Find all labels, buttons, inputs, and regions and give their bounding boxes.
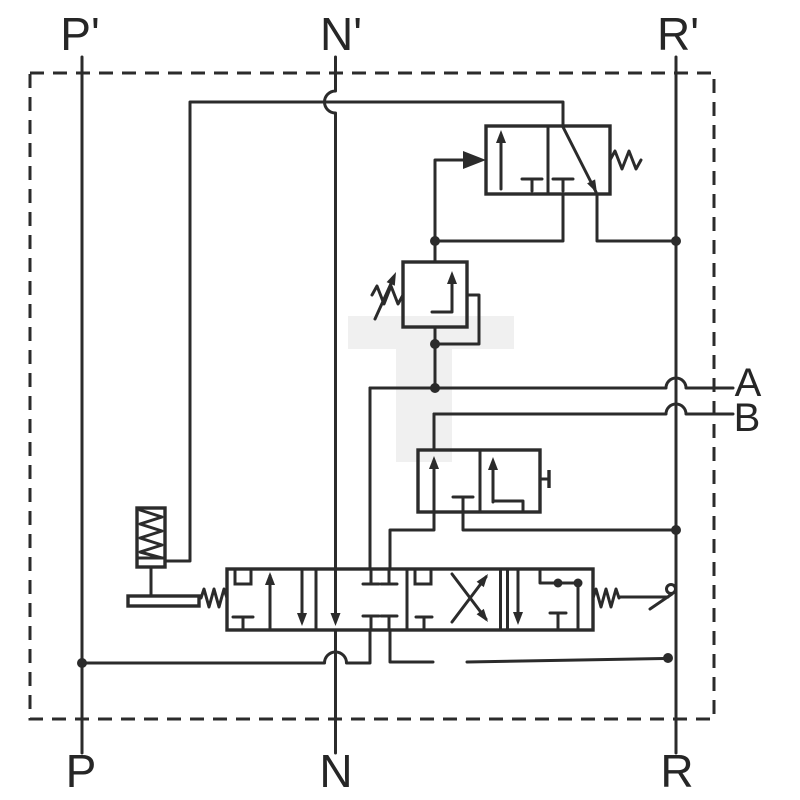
- right-spring-icon: [591, 587, 621, 609]
- spool-cell-3: [413, 567, 488, 632]
- pilot-check-valve-2-position: [388, 448, 681, 571]
- pilot-pressure-triangle-icon: [433, 151, 486, 243]
- detent-spring-icon: [138, 508, 164, 560]
- blocked-port-icon: [379, 567, 399, 586]
- hand-lever: [126, 594, 201, 608]
- adjustable-pressure-relief-valve: [370, 239, 481, 390]
- label-r: R: [660, 745, 693, 797]
- check-valve-to-spool-line: [388, 510, 436, 571]
- left-spring-icon: [199, 587, 229, 609]
- pilot-operated-3-2-valve: [430, 124, 681, 246]
- blocked-port-icon: [231, 615, 255, 632]
- label-n: N: [319, 745, 352, 797]
- label-r-prime: R': [657, 8, 699, 60]
- label-b: B: [734, 396, 761, 440]
- pilot-supply-line: [163, 100, 565, 563]
- label-p-prime: P': [60, 8, 99, 60]
- port-labels: P' N' R' A B P N R: [60, 8, 761, 797]
- spool-cell-4: [513, 567, 583, 632]
- flow-arrow-diagonal-icon: [561, 125, 598, 194]
- spring-detent-assembly: [135, 506, 167, 598]
- roller-icon: [665, 583, 677, 595]
- kick-out-lever-roller: [617, 583, 677, 611]
- arrow-up-icon: [265, 572, 275, 585]
- plug-notch-icon: [233, 567, 253, 586]
- arrow-down-icon: [513, 612, 523, 625]
- check-blocked-port-icon: [451, 495, 475, 514]
- pilot-valve-drain-line: [433, 192, 565, 243]
- check-flow-arrow-up-2-icon: [488, 457, 525, 514]
- bottom-gallery-lines: [77, 628, 673, 668]
- boundary-dashed-box: [28, 71, 716, 721]
- label-p: P: [66, 745, 97, 797]
- arrow-down-icon: [330, 613, 341, 626]
- main-directional-spool-valve: [199, 567, 677, 632]
- work-line-b: [432, 402, 735, 452]
- cross-arrow-icon: [476, 574, 488, 588]
- pilot-valve-tank-line: [595, 192, 678, 243]
- blocked-port-icon: [361, 567, 381, 586]
- flow-arrow-up-icon: [496, 130, 506, 191]
- blocked-port-icon: [361, 614, 381, 632]
- spool-cell-1: [231, 567, 307, 632]
- check-valve-to-return-line: [461, 510, 678, 532]
- watermark: [348, 316, 514, 462]
- spool-cell-2: [330, 567, 399, 632]
- label-a: A: [735, 361, 762, 405]
- cross-arrow-icon: [476, 608, 488, 622]
- blocked-port-icon: [414, 615, 434, 632]
- adjustable-spring-icon: [370, 272, 405, 321]
- blocked-port-icon: [548, 611, 568, 632]
- relief-pilot-loop: [433, 293, 481, 346]
- return-spring-icon: [608, 149, 643, 171]
- blocked-port-icon: [520, 177, 575, 193]
- plug-notch-icon: [413, 567, 433, 586]
- plunger-actuator-icon: [538, 470, 551, 488]
- arrow-down-icon: [297, 613, 307, 626]
- relief-flow-arrow-icon: [430, 271, 457, 314]
- check-flow-arrow-up-icon: [429, 456, 439, 513]
- work-line-a: [368, 376, 735, 571]
- blocked-port-icon: [379, 614, 399, 632]
- port-line-n: [323, 55, 337, 755]
- label-n-prime: N': [320, 8, 362, 60]
